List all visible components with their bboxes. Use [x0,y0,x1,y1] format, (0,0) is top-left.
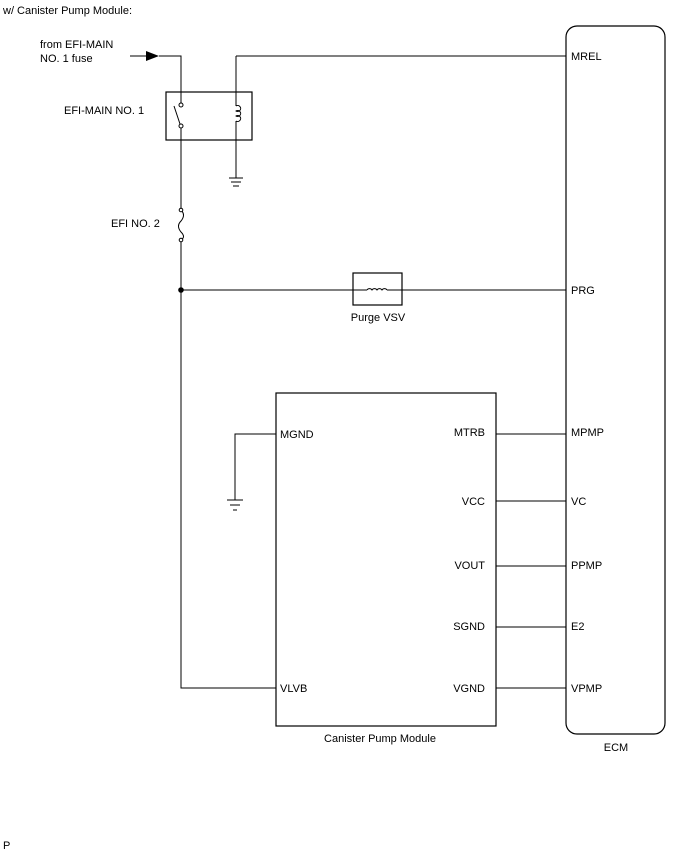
relay-ground-icon [229,177,243,187]
vsv-label: Purge VSV [351,312,406,324]
pump-module-label: Canister Pump Module [324,733,436,745]
pin-mtrb: MTRB [454,427,485,439]
diagram-code: P [3,840,10,852]
pin-vgnd: VGND [453,683,485,695]
pin-mgnd: MGND [280,429,314,441]
relay-label: EFI-MAIN NO. 1 [64,105,144,117]
canister-pump-module-box [275,392,497,727]
pin-vlvb: VLVB [280,683,307,695]
pin-vout: VOUT [454,560,485,572]
ecm-pin-mpmp: MPMP [571,427,604,439]
ecm-pin-vpmp: VPMP [571,683,602,695]
source-label-line1: from EFI-MAIN [40,39,113,51]
source-label-line2: NO. 1 fuse [40,53,93,65]
purge-vsv [352,272,403,306]
ecm-pin-e2: E2 [571,621,584,633]
wire-vlvb [180,242,276,689]
pin-sgnd: SGND [453,621,485,633]
diagram-title: w/ Canister Pump Module: [2,5,132,17]
power-source-arrow [130,51,182,105]
efi-main-relay [165,56,253,178]
ecm-pin-prg: PRG [571,285,595,297]
ecm-label: ECM [604,742,628,754]
fuse-label: EFI NO. 2 [111,218,160,230]
mgnd-ground-icon [227,499,243,511]
wire-mgnd [234,433,276,500]
ecm-box [565,25,666,735]
ecm-pin-ppmp: PPMP [571,560,602,572]
fuse-efi-no2-icon [178,207,184,243]
ecm-pin-vc: VC [571,496,586,508]
pin-vcc: VCC [462,496,485,508]
ecm-pin-mrel: MREL [571,51,602,63]
